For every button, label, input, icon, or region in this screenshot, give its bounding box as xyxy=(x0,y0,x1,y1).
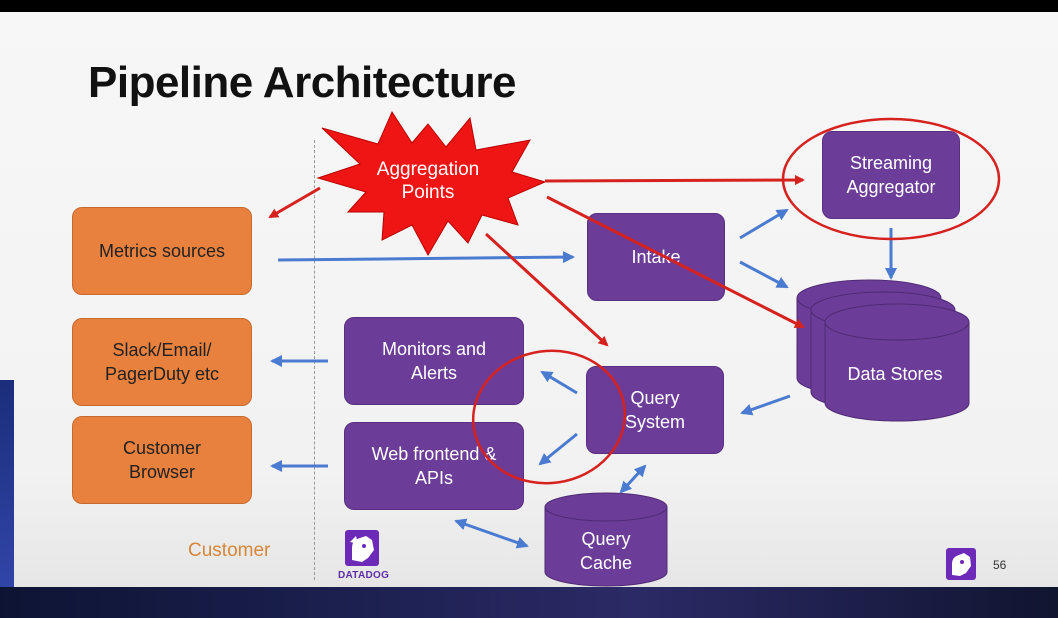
red-aggregation-arrows xyxy=(268,175,805,347)
data-stores-cylinders xyxy=(796,279,970,422)
metrics-sources-box: Metrics sources xyxy=(72,207,252,295)
data-stores-label: Data Stores xyxy=(847,364,943,384)
page-number: 56 xyxy=(993,558,1007,572)
query-cache-cylinder xyxy=(544,492,668,587)
customer-label: Customer xyxy=(188,540,271,561)
monitors-alerts-box: Monitors and Alerts xyxy=(344,317,524,405)
streaming-aggregator-highlight-circle xyxy=(781,117,1001,241)
query-system-box: Query System xyxy=(586,366,724,454)
window-top-bar xyxy=(0,0,1058,12)
query-cache-label: Query Cache xyxy=(579,529,633,573)
blue-flow-arrows xyxy=(270,208,897,549)
left-edge-glow xyxy=(0,380,14,587)
datadog-dog-icon-small xyxy=(946,548,976,580)
slack-email-pagerduty-box: Slack/Email/ PagerDuty etc xyxy=(72,318,252,406)
aggregation-points-label: Aggregation Points xyxy=(376,159,480,203)
datadog-dog-icon xyxy=(345,530,379,566)
datadog-logo-text: DATADOG xyxy=(338,570,390,581)
customer-browser-box: Customer Browser xyxy=(72,416,252,504)
query-system-highlight-circle xyxy=(471,349,627,485)
slide-title: Pipeline Architecture xyxy=(88,58,517,107)
aggregation-points-burst xyxy=(316,110,547,257)
streaming-aggregator-box: Streaming Aggregator xyxy=(822,131,960,219)
bottom-band xyxy=(0,587,1058,618)
